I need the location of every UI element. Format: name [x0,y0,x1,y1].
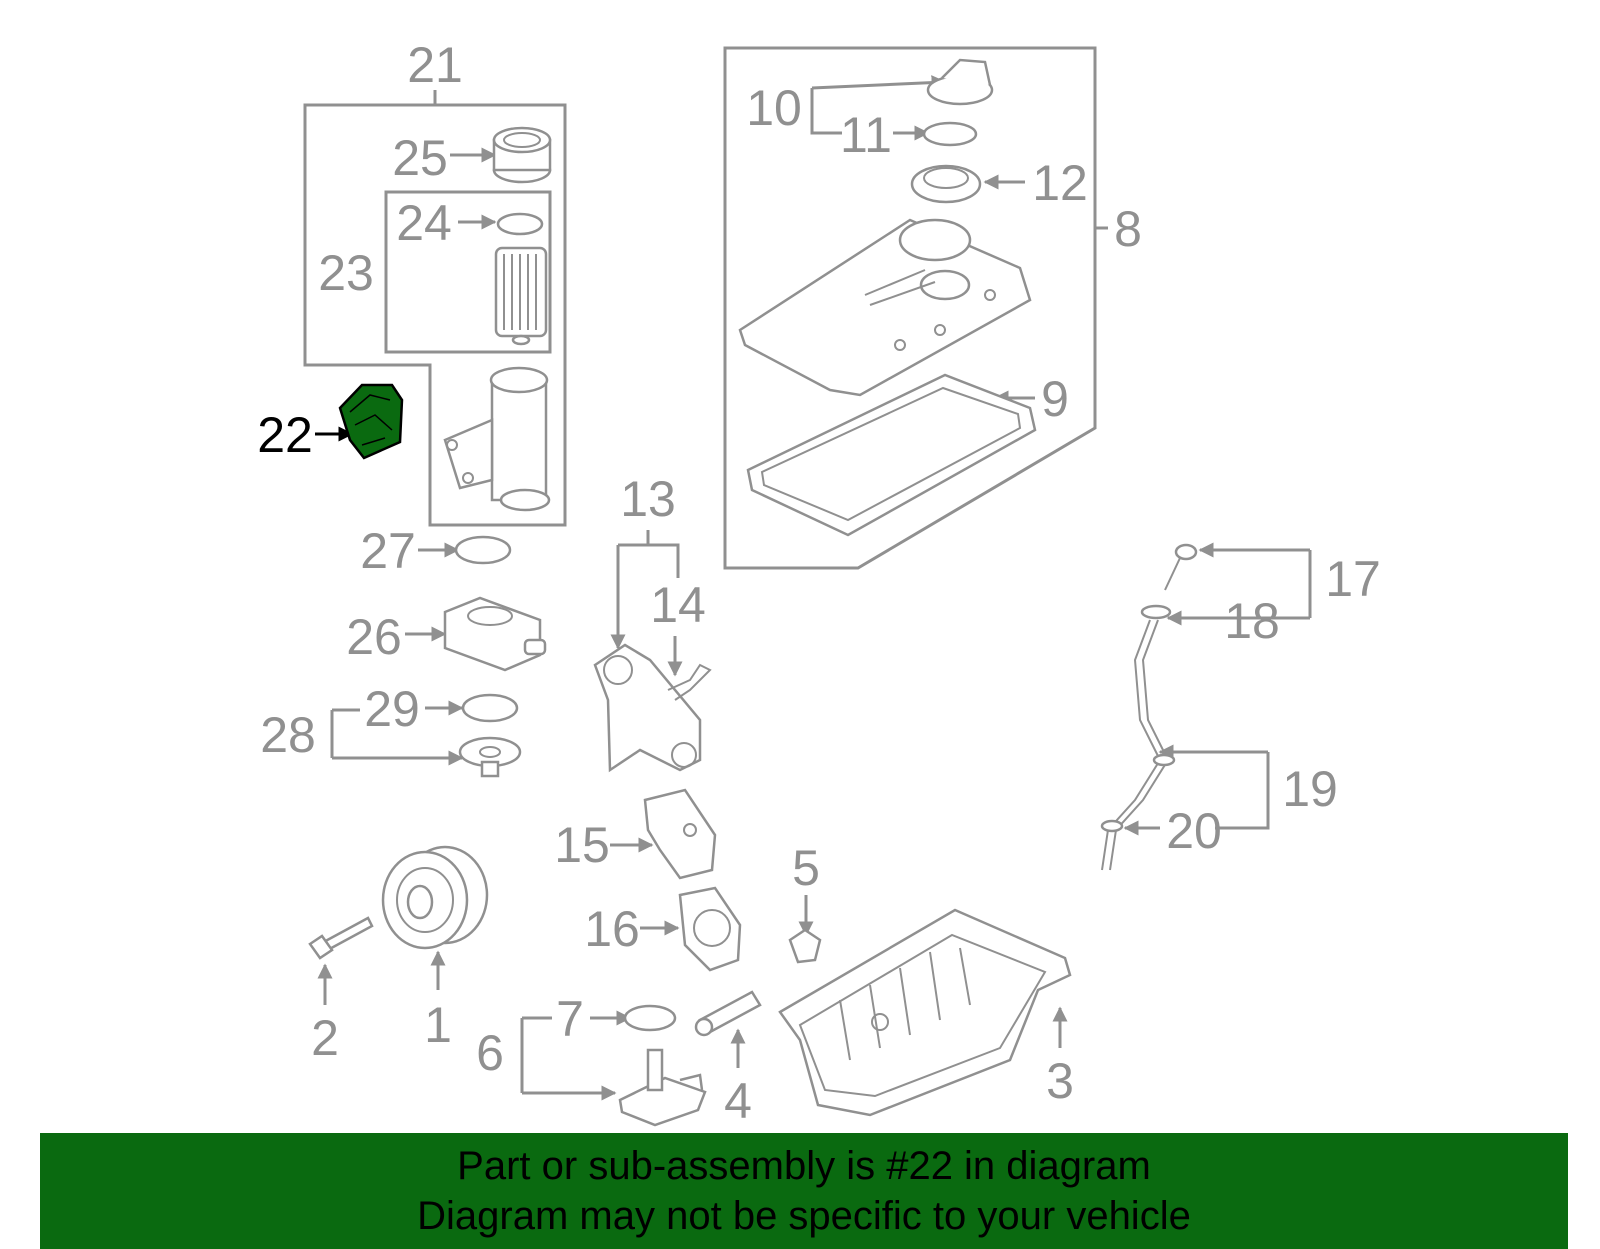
callout-18: 18 [1224,593,1280,649]
banner-line-disclaimer: Diagram may not be specific to your vehi… [417,1194,1191,1238]
callout-28: 28 [260,707,316,763]
part-3-oil-pan [778,908,1072,1117]
part-2-bolt [308,916,374,960]
part-19-dipstick-tube [1101,619,1176,871]
part-23-filter-element [494,246,548,346]
callout-13: 13 [620,471,676,527]
callout-25: 25 [392,130,448,186]
callout-10: 10 [746,80,802,136]
group-box-21 [303,103,567,527]
callout-1: 1 [424,997,452,1053]
callout-11: 11 [840,107,892,163]
bracket-28 [330,708,360,758]
callout-5: 5 [792,840,820,896]
part-24-o-ring [496,212,544,236]
callout-9: 9 [1041,371,1069,427]
callout-3: 3 [1046,1053,1074,1109]
callout-26: 26 [346,609,402,665]
bracket-6 [520,1016,552,1093]
part-17-dipstick-handle [1164,543,1198,591]
callout-15: 15 [554,817,610,873]
callout-27: 27 [360,523,416,579]
group-box-23 [384,190,552,354]
callout-7: 7 [556,991,584,1047]
callout-14: 14 [650,577,706,633]
part-27-seal [454,535,512,565]
callout-19: 19 [1282,761,1338,817]
bracket-19 [1215,752,1270,830]
part-11-seal [922,121,978,147]
callout-8: 8 [1114,201,1142,257]
part-8-valve-cover [738,218,1032,397]
part-29-seal [461,693,519,723]
callout-12: 12 [1032,155,1088,211]
callout-22: 22 [257,407,313,463]
part-22-highlighted-bracket [338,383,404,460]
leader-10 [811,75,947,91]
callout-24: 24 [396,195,452,251]
part-28-filter-mount [458,736,522,778]
callout-4: 4 [724,1073,752,1129]
part-13-timing-cover [593,643,702,773]
part-15-cover [643,788,717,880]
callout-16: 16 [584,901,640,957]
group-box-8 [723,46,1097,570]
part-10-oil-cap [926,58,994,106]
callout-20: 20 [1166,803,1222,859]
info-banner: Part or sub-assembly is #22 in diagram D… [40,1133,1568,1249]
bracket-10 [810,88,842,135]
part-14-bracket [667,663,712,701]
part-16-cover-plate [678,886,742,972]
part-12-filler-neck [910,164,982,204]
part-6-level-sensor [618,1048,707,1127]
callout-17: 17 [1325,551,1381,607]
part-4-drain-plug [694,990,762,1037]
part-26-oil-cooler [443,596,547,672]
part-21-filter-housing [443,366,551,512]
bracket-13 [618,530,680,578]
callout-21: 21 [407,37,463,93]
callout-6: 6 [476,1025,504,1081]
part-18-dipstick-seal [1140,604,1172,620]
part-9-gasket [746,373,1037,537]
callout-2: 2 [311,1010,339,1066]
exploded-view-svg: 21 25 24 23 22 27 26 29 28 10 11 12 8 9 … [257,37,1381,1129]
part-5-sensor [788,928,822,964]
banner-line-part-number: Part or sub-assembly is #22 in diagram [457,1144,1151,1188]
callout-29: 29 [364,681,420,737]
part-25-filter-cap [492,126,552,184]
part-7-seal [623,1004,677,1032]
part-1-pulley [381,845,489,950]
part-20-tube-seal [1100,819,1124,833]
callout-23: 23 [318,245,374,301]
